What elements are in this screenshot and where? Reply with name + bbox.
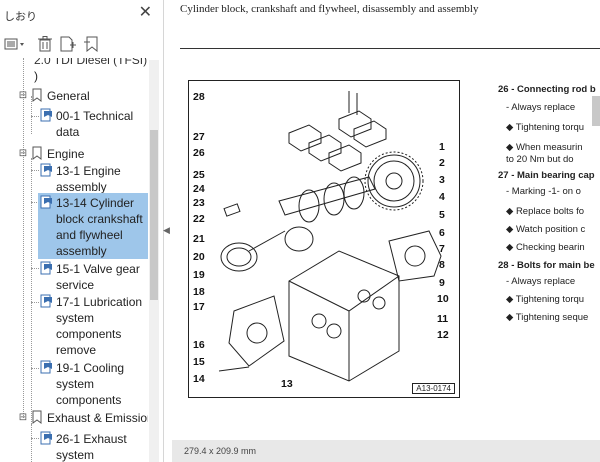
bookmark-cylinder-block[interactable]: 13-14 Cylinder block crankshaft and flyw…: [56, 196, 143, 258]
callout-1: 1: [439, 141, 445, 153]
callout-20: 20: [193, 251, 205, 263]
callout-15: 15: [193, 356, 205, 368]
callout-7: 7: [439, 243, 445, 255]
callout-19: 19: [193, 269, 205, 281]
callout-21: 21: [193, 233, 205, 245]
bookmark-engine[interactable]: Engine: [47, 147, 85, 161]
engine-drawing: [218, 91, 442, 382]
bookmarks-scrollbar-thumb[interactable]: [150, 130, 158, 300]
callout-26: 26: [193, 147, 205, 159]
bookmark-technical-data[interactable]: 00-1 Technical data: [56, 109, 134, 139]
note-item: ◆ Checking bearin: [506, 242, 585, 253]
bookmarks-header: しおり ✕: [0, 0, 164, 30]
callout-23: 23: [193, 197, 205, 209]
callout-6: 6: [439, 227, 445, 239]
callout-14: 14: [193, 373, 205, 385]
callout-28: 28: [193, 91, 205, 103]
bookmark-page-icon: [40, 360, 52, 374]
note-item: ◆ Tightening torqu: [506, 122, 585, 133]
callout-16: 16: [193, 339, 205, 351]
figure-reference: A13-0174: [412, 383, 455, 394]
note-item: ◆ Watch position c: [506, 224, 586, 235]
collapse-toggle-exhaust[interactable]: ⊟: [18, 412, 28, 423]
bookmarks-panel: しおり ✕: [0, 0, 164, 462]
bookmark-icon: [32, 410, 42, 424]
bookmark-page-icon: [40, 431, 52, 445]
callout-13: 13: [281, 378, 293, 390]
bookmark-exhaust-system[interactable]: 26-1 Exhaust system: [56, 432, 127, 462]
note-item: - Always replace: [506, 102, 576, 113]
callout-2: 2: [439, 157, 445, 169]
bookmarks-title: しおり: [4, 11, 37, 23]
bookmark-selection-highlight: [38, 193, 148, 259]
callout-11: 11: [437, 313, 449, 325]
bookmarks-scrollbar[interactable]: [149, 60, 159, 462]
bookmark-engine-assembly[interactable]: 13-1 Engine assembly: [56, 164, 121, 194]
header-rule: [180, 48, 600, 49]
callout-9: 9: [439, 277, 445, 289]
callout-22: 22: [193, 213, 205, 225]
bookmark-exhaust-emission[interactable]: Exhaust & Emission: [47, 411, 148, 425]
note-item: ◆ Tightening torqu: [506, 294, 585, 305]
collapse-toggle-engine[interactable]: ⊟: [18, 148, 28, 159]
parts-notes: 26 - Connecting rod b - Always replace ◆…: [498, 84, 600, 344]
note-heading: 27 - Main bearing cap: [498, 170, 595, 181]
bookmark-page-icon: [40, 261, 52, 275]
note-heading: 26 - Connecting rod b: [498, 84, 596, 95]
bookmarks-tree: 2.0 TDI Diesel (TFSI) ) ⊟ General 00-1 T…: [0, 58, 148, 462]
new-bookmark-button[interactable]: [58, 34, 78, 54]
callout-5: 5: [439, 209, 445, 221]
status-bar: 279.4 x 209.9 mm: [172, 442, 600, 462]
bookmark-cut-off[interactable]: 2.0 TDI Diesel (TFSI): [34, 58, 148, 67]
close-icon[interactable]: ✕: [138, 4, 152, 21]
callout-25: 25: [193, 169, 205, 181]
callout-24: 24: [193, 183, 205, 195]
note-item: - Marking -1- on o: [506, 186, 581, 197]
note-heading: 28 - Bolts for main be: [498, 260, 595, 271]
callout-17: 17: [193, 301, 205, 313]
note-item: - Always replace: [506, 276, 576, 287]
note-item: ◆ Replace bolts fo: [506, 206, 585, 217]
bookmark-page-icon: [40, 163, 52, 177]
callout-27: 27: [193, 131, 205, 143]
bookmark-page-icon: [40, 108, 52, 122]
callout-8: 8: [439, 259, 445, 271]
collapse-panel-icon[interactable]: ◀: [163, 225, 170, 235]
bookmarks-toolbar: [0, 30, 164, 60]
callout-3: 3: [439, 174, 445, 186]
options-menu-button[interactable]: [4, 34, 26, 54]
list-options-icon: [4, 38, 24, 50]
bookmark-page-icon: [40, 195, 52, 209]
bookmark-icon: [32, 146, 42, 160]
bookmark-general[interactable]: General: [47, 89, 90, 103]
exploded-view-diagram: 28 27 26 25 24 23 22 21 20 19 18 17 16 1…: [188, 80, 460, 398]
bookmark-cooling[interactable]: 19-1 Cooling system components: [56, 361, 125, 407]
bookmark-properties-button[interactable]: [82, 34, 102, 54]
new-bookmark-icon: [60, 36, 76, 52]
bookmark-icon: [32, 88, 42, 102]
collapse-toggle-general[interactable]: ⊟: [18, 90, 28, 101]
page-heading: Cylinder block, crankshaft and flywheel,…: [180, 3, 479, 15]
callout-10: 10: [437, 293, 449, 305]
callout-4: 4: [439, 191, 445, 203]
bookmark-page-icon: [40, 294, 52, 308]
delete-bookmark-button[interactable]: [36, 34, 54, 54]
note-item: ◆ When measurin: [506, 142, 583, 153]
note-item: to 20 Nm but do: [506, 154, 574, 165]
document-page: Cylinder block, crankshaft and flywheel,…: [172, 0, 600, 440]
note-item: ◆ Tightening seque: [506, 312, 589, 323]
document-scrollbar-thumb[interactable]: [592, 96, 600, 126]
bookmark-lubrication[interactable]: 17-1 Lubrication system components remov…: [56, 295, 143, 357]
bookmark-valve-gear[interactable]: 15-1 Valve gear service: [56, 262, 140, 292]
bookmark-ribbon-icon: [84, 36, 98, 52]
callout-12: 12: [437, 329, 449, 341]
trash-icon: [38, 36, 52, 52]
callout-18: 18: [193, 286, 205, 298]
page-size-readout: 279.4 x 209.9 mm: [184, 446, 257, 456]
